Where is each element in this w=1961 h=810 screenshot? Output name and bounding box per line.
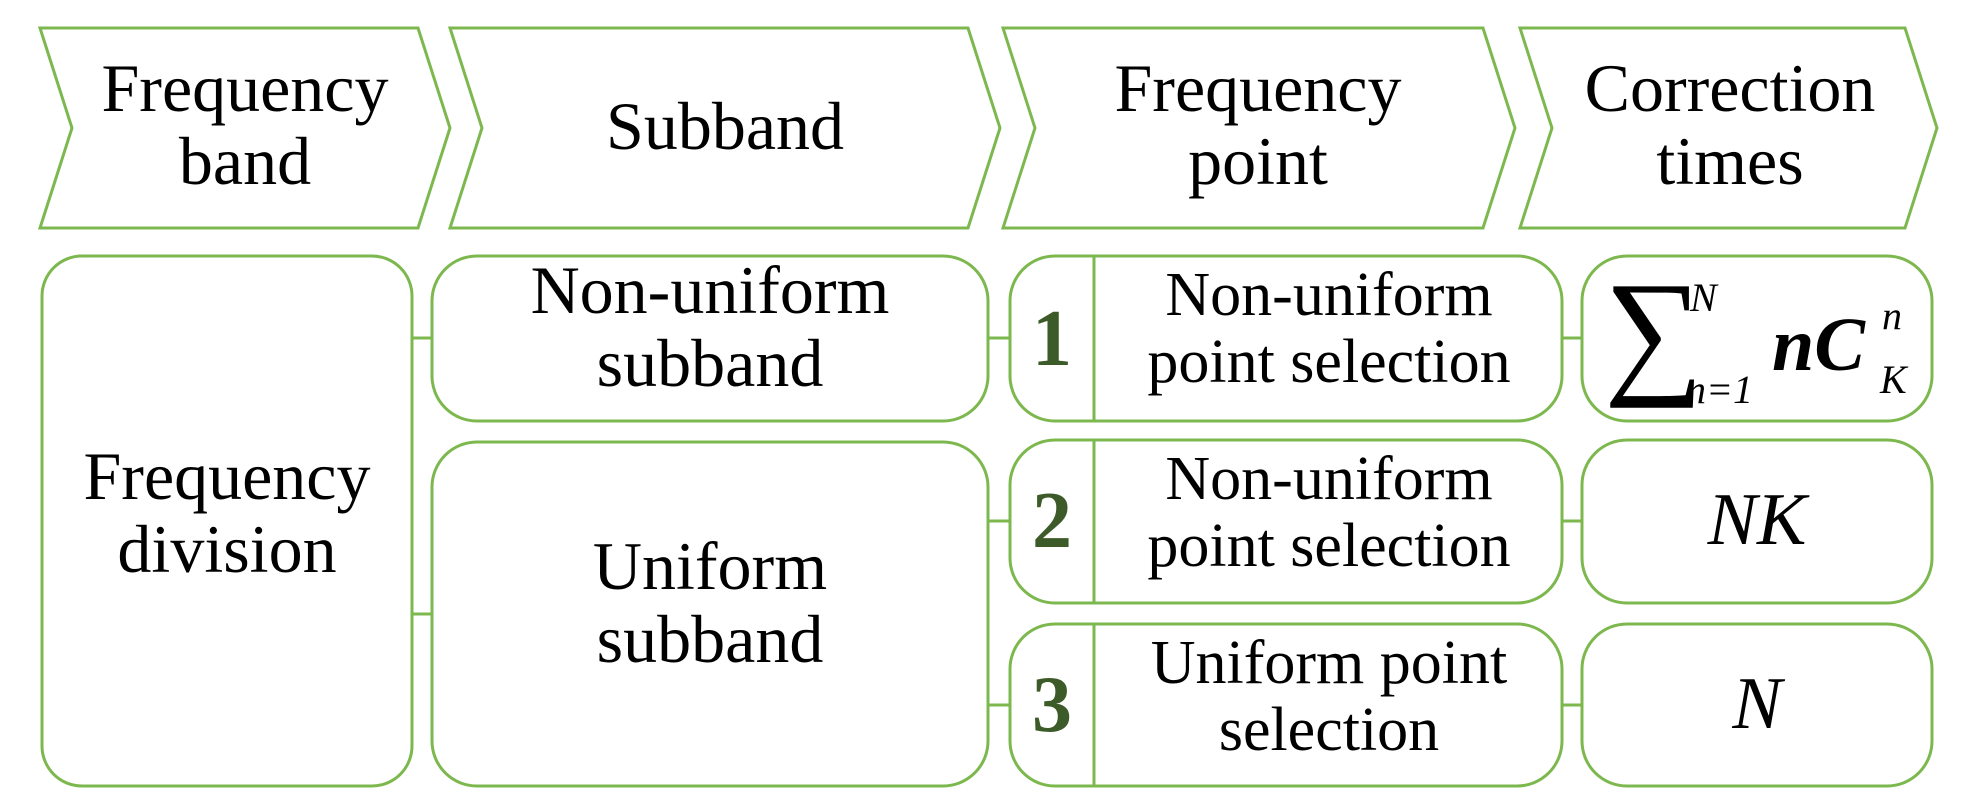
header-chevron-frequency-band [37, 26, 452, 230]
method-number-1: 1 [1032, 295, 1072, 383]
method-selection-1: Non-uniform point selection [1147, 261, 1511, 396]
method-selection-3: Uniform point selection [1150, 629, 1508, 764]
header-label-frequency-band: Frequency band [101, 50, 389, 200]
header-label-frequency-point: Frequency point [1114, 50, 1402, 200]
method-number-2: 2 [1032, 477, 1072, 565]
correction-value-3: N [1732, 663, 1782, 745]
method-selection-2: Non-uniform point selection [1147, 445, 1511, 580]
correction-value-2: NK [1707, 479, 1807, 561]
correction-formula-1: ∑ N n=1 nC n K [1582, 256, 1932, 421]
subband-label-nonuniform: Non-uniform subband [530, 252, 890, 402]
sum-upper-limit: N [1690, 275, 1717, 320]
header-chevron-frequency-point [1000, 26, 1517, 230]
sum-lower-limit: n=1 [1686, 367, 1753, 412]
header-label-correction-times: Correction times [1584, 50, 1876, 200]
header-label-subband: Subband [606, 88, 844, 164]
sum-term-subscript: K [1880, 357, 1907, 402]
subband-label-uniform: Uniform subband [592, 528, 828, 678]
method-number-3: 3 [1032, 661, 1072, 749]
sum-term-superscript: n [1882, 293, 1902, 338]
sum-term: nC [1772, 303, 1865, 387]
header-chevron-correction-times [1517, 26, 1939, 230]
header-chevron-subband [447, 26, 1002, 230]
band-label: Frequency division [83, 438, 371, 588]
sum-symbol: ∑ [1604, 254, 1704, 409]
band-box [40, 254, 414, 788]
